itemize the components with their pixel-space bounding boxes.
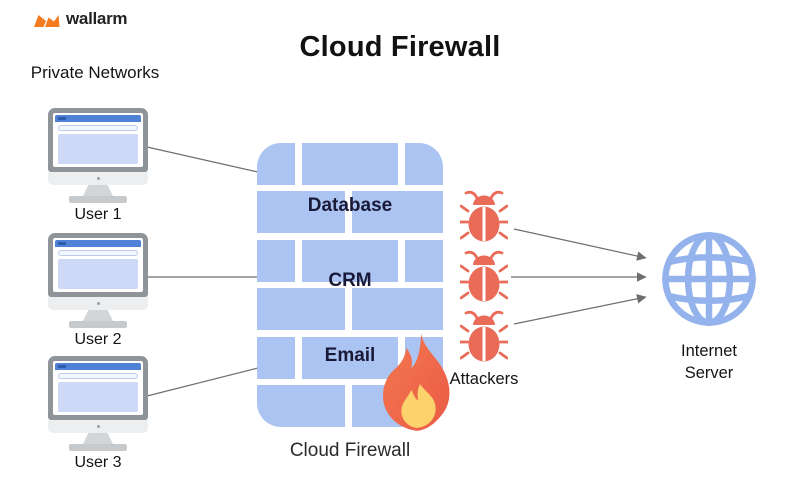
monitor-icon — [48, 233, 148, 297]
brick — [257, 143, 295, 185]
wallarm-logo-icon — [34, 14, 60, 27]
browser-addressbar — [58, 250, 138, 256]
flame-icon — [382, 333, 450, 431]
page-title: Cloud Firewall — [299, 31, 501, 63]
browser-titlebar — [55, 240, 141, 247]
wall-label-crm: CRM — [328, 270, 372, 291]
browser-addressbar — [58, 373, 138, 379]
brick — [302, 143, 398, 185]
monitor-icon — [48, 356, 148, 420]
bug-icon — [460, 250, 508, 302]
browser-content — [58, 134, 138, 164]
wallarm-logo-text: wallarm — [66, 9, 128, 28]
wire-user1-wall — [146, 146, 259, 173]
user2-label: User 2 — [74, 331, 122, 348]
browser-content — [58, 382, 138, 412]
brick — [257, 191, 345, 234]
private-networks-label: Private Networks — [30, 63, 160, 82]
user2-computer: User 2 — [48, 233, 148, 349]
bug-icon — [460, 190, 508, 242]
bug-icon — [460, 310, 508, 362]
brick — [302, 336, 398, 379]
globe-icon — [662, 232, 756, 326]
internet-server-label: Internet Server — [681, 342, 737, 382]
brick — [352, 288, 443, 331]
arrow-attacker1-server — [513, 228, 647, 261]
browser-titlebar — [55, 363, 141, 370]
brick — [352, 191, 443, 234]
user3-label: User 3 — [74, 454, 122, 471]
brick — [405, 143, 443, 185]
browser-titlebar — [55, 115, 141, 122]
user1-label: User 1 — [74, 206, 122, 223]
user1-computer: User 1 — [48, 108, 148, 224]
attackers-label: Attackers — [449, 370, 519, 388]
cloud-firewall-caption: Cloud Firewall — [289, 440, 411, 461]
wallarm-logo: wallarm — [33, 9, 128, 29]
wall-label-database: Database — [307, 195, 393, 216]
wire-user3-wall — [146, 367, 259, 397]
brick — [405, 239, 443, 282]
brick — [257, 336, 295, 379]
monitor-icon — [48, 108, 148, 172]
browser-addressbar — [58, 125, 138, 131]
brick — [257, 384, 345, 427]
brick — [257, 288, 345, 331]
brick — [302, 239, 398, 282]
user3-computer: User 3 — [48, 356, 148, 472]
arrow-attacker3-server — [513, 294, 647, 325]
brick — [257, 239, 295, 282]
wall-label-email: Email — [324, 345, 376, 366]
browser-content — [58, 259, 138, 289]
